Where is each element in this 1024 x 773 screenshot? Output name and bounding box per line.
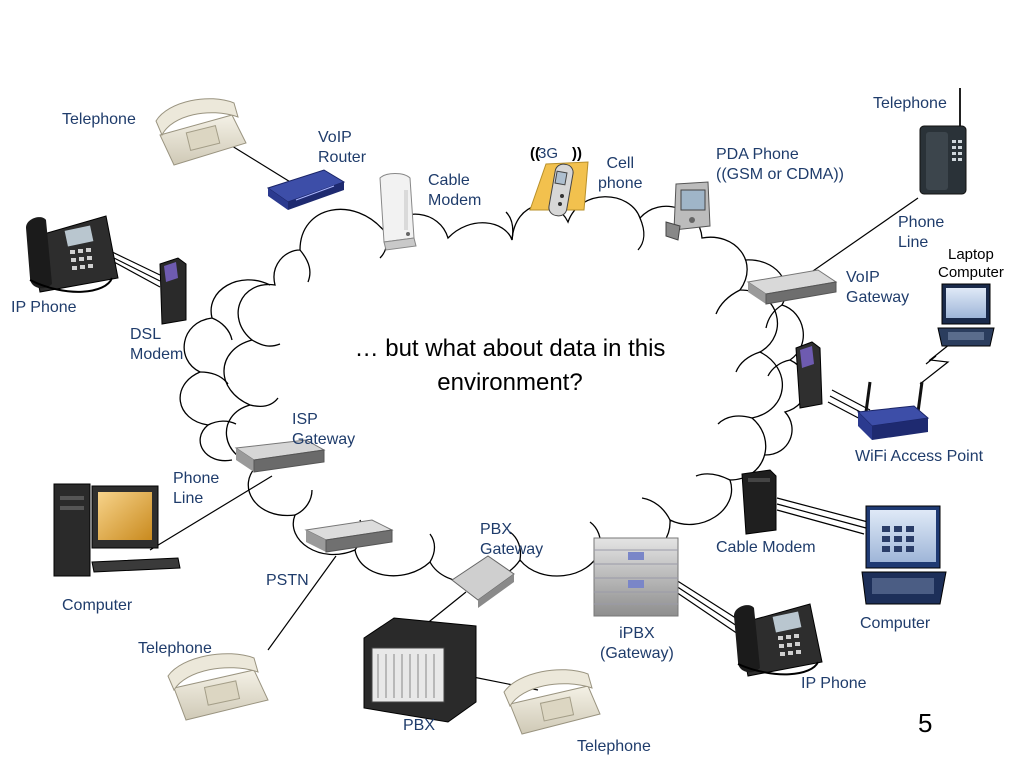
pbx-cabinet-icon [363,617,477,723]
ip-phone-icon [26,215,119,293]
modem-icon [379,173,417,251]
label-cable-modem-right: Cable Modem [716,539,816,556]
label-voip-gateway-line1: VoIP [846,269,880,286]
label-dsl-modem-line2: Modem [130,346,184,363]
modem-icon [159,257,187,325]
router-icon [266,169,346,210]
label-cell-phone-line1: Cell [606,155,635,172]
label-telephone-top-left: Telephone [62,111,136,128]
label-cell-phone-line2: phone [598,175,643,192]
gateway-box-icon [451,555,515,608]
label-computer-right: Computer [860,615,931,632]
desk-phone-icon [155,98,247,166]
label-telephone-top-right: Telephone [873,95,947,112]
label-cable-modem-top: Cable Modem [428,171,481,211]
label-pda-phone-line2: ((GSM or CDMA)) [716,166,844,183]
gateway-box-icon [304,519,394,553]
label-telephone-bottom: Telephone [577,738,651,755]
label-ipbx: iPBX (Gateway) [600,624,674,664]
label-laptop-computer: Laptop Computer [938,246,1004,282]
label-ipbx-line2: (Gateway) [600,645,674,662]
label-pbx-gateway-line1: PBX [480,521,513,538]
label-ip-phone-right: IP Phone [801,675,867,692]
label-laptop-computer-line2: Computer [938,264,1004,281]
label-phone-line-left-line2: Line [173,490,204,507]
label-phone-line-right: Phone Line [898,213,944,253]
label-pda-phone: PDA Phone ((GSM or CDMA)) [716,145,844,185]
desktop-computer-icon [53,483,181,577]
label-voip-gateway: VoIP Gateway [846,268,909,308]
connection-lines [107,145,951,691]
wifi-router-icon [856,381,930,440]
label-ipbx-line1: iPBX [619,625,655,642]
desk-phone-icon [167,653,269,721]
label-isp-gateway-line2: Gateway [292,431,356,448]
cell-phone-icon [529,161,589,217]
label-cable-modem-top-line2: Modem [428,192,482,209]
label-pbx-gateway: PBX Gateway [480,520,543,560]
modem-icon [795,341,823,409]
label-telephone-bottom-left: Telephone [138,640,212,657]
label-pstn: PSTN [266,572,309,589]
laptop-icon [861,505,947,605]
label-dsl-modem-line1: DSL [130,326,162,343]
slide-headline: … but what about data in this environmen… [354,335,666,396]
label-pbx: PBX [403,717,436,734]
label-phone-line-left: Phone Line [173,469,219,509]
label-dsl-modem: DSL Modem [130,325,183,365]
label-voip-router-line1: VoIP [318,129,352,146]
ip-phone-icon [734,603,823,677]
label-phone-line-right-line2: Line [898,234,929,251]
label-isp-gateway-line1: ISP [292,411,318,428]
ipbx-rack-icon [593,537,679,617]
label-voip-router-line2: Router [318,149,367,166]
label-cable-modem-top-line1: Cable [428,172,470,189]
gateway-box-icon [234,439,326,473]
cordless-phone-icon [919,88,967,195]
page-number: 5 [918,708,933,738]
label-cell-phone: Cell phone [598,154,643,194]
signal-waves-icon-right: )) [572,145,582,162]
laptop-icon [937,283,995,347]
label-ip-phone-left: IP Phone [11,299,77,316]
gateway-box-icon [746,269,838,305]
label-voip-gateway-line2: Gateway [846,289,910,306]
desk-phone-icon [503,669,601,735]
label-pbx-gateway-line2: Gateway [480,541,544,558]
label-voip-router: VoIP Router [318,128,366,168]
label-pda-phone-line1: PDA Phone [716,146,799,163]
pda-icon [665,181,711,241]
cell-badge-3g: 3G [538,145,558,162]
signal-waves-icon: (( [530,145,540,162]
label-computer-left: Computer [62,597,133,614]
modem-icon [741,469,777,535]
label-wifi-access-point: WiFi Access Point [855,448,984,465]
label-phone-line-left-line1: Phone [173,470,220,487]
label-isp-gateway: ISP Gateway [292,410,355,450]
label-laptop-computer-line1: Laptop [947,246,994,263]
label-phone-line-right-line1: Phone [898,214,945,231]
